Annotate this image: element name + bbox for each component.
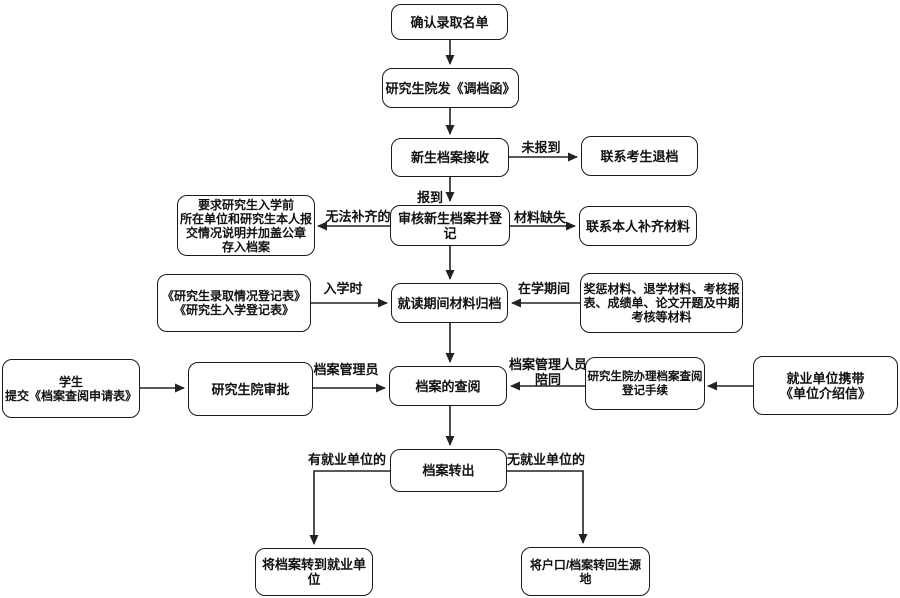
node-transfer-to-employer: 将档案转到就业单位 <box>255 548 373 596</box>
edge-label-material-missing: 材料缺失 <box>513 210 567 225</box>
node-archive-review: 档案的查阅 <box>389 366 507 406</box>
edge-label-not-reported: 未报到 <box>521 140 561 155</box>
edge-label-staff-accompany: 档案管理人员 陪同 <box>508 357 588 387</box>
node-contact-withdraw: 联系考生退档 <box>581 136 698 176</box>
node-study-materials: 奖惩材料、退学材料、考核报 表、成绩单、论文开题及中期 考核等材料 <box>580 273 743 333</box>
arrow-transfer-to-origin-branch <box>507 470 588 544</box>
edge-label-at-enrollment: 入学时 <box>323 281 363 296</box>
node-graduate-school-approval: 研究生院审批 <box>188 362 313 416</box>
node-enrollment-forms: 《研究生录取情况登记表》 《研究生入学登记表》 <box>157 274 311 332</box>
edge-label-no-employer: 无就业单位的 <box>506 452 586 467</box>
node-student-submit-form: 学生 提交《档案查阅申请表》 <box>2 359 140 418</box>
arrow-transfer-to-employer-branch <box>309 470 390 545</box>
node-send-transfer-letter: 研究生院发《调档函》 <box>382 68 519 108</box>
node-employer-intro-letter: 就业单位携带 《单位介绍信》 <box>753 356 898 415</box>
edge-label-during-study: 在学期间 <box>517 281 571 296</box>
edge-label-has-employer: 有就业单位的 <box>307 452 387 467</box>
node-register-procedure: 研究生院办理档案查阅 登记手续 <box>585 357 705 410</box>
edge-label-cannot-complete: 无法补齐的 <box>325 209 391 224</box>
node-archive-transfer-out: 档案转出 <box>390 449 507 492</box>
node-receive-new-archives: 新生档案接收 <box>391 138 509 177</box>
node-archive-during-study: 就读期间材料归档 <box>391 283 508 323</box>
node-review-and-register: 审核新生档案并登记 <box>390 205 510 246</box>
edge-label-archive-manager: 档案管理员 <box>313 362 379 377</box>
node-contact-complete-materials: 联系本人补齐材料 <box>579 206 697 246</box>
node-confirm-admission-list: 确认录取名单 <box>391 4 508 40</box>
node-transfer-to-origin: 将户口/档案转回生源地 <box>521 547 650 596</box>
edge-label-reported: 报到 <box>416 190 444 205</box>
node-require-statement: 要求研究生入学前 所在单位和研究生本人报 交情况说明并加盖公章 存入档案 <box>177 195 315 256</box>
